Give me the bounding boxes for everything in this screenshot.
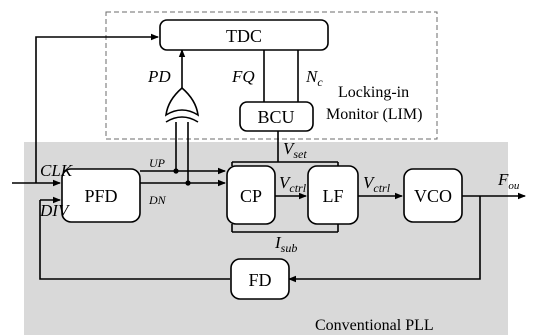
vset-label: Vset: [283, 139, 307, 161]
isub-label: Isub: [274, 233, 297, 255]
lim-label-line1: Locking-in: [338, 84, 409, 101]
vctrl-lf-vco-label: Vctrl: [363, 173, 391, 195]
locking-in-monitor-region: [105, 11, 438, 140]
clk-to-tdc-wire: [35, 33, 159, 183]
fd-block: [230, 258, 290, 300]
feedback-return-wire: [39, 200, 230, 280]
bcu-label: BCU: [257, 107, 294, 127]
cp-block: [226, 165, 276, 225]
fq-label: FQ: [231, 67, 255, 86]
fout-label: Fou: [497, 170, 520, 192]
dn-label: DN: [148, 193, 167, 207]
vctrl-cp-lf-label: Vctrl: [279, 173, 307, 195]
clk-label: CLK: [40, 161, 74, 180]
tdc-block: [159, 19, 329, 51]
up-label: UP: [149, 156, 166, 170]
tdc-label: TDC: [226, 26, 262, 46]
lim-label-line2: Monitor (LIM): [326, 106, 422, 123]
pfd-block: [61, 168, 141, 223]
conventional-pll-label: Conventional PLL: [315, 317, 434, 334]
vco-block: [403, 168, 463, 223]
nc-label: Nc: [305, 67, 323, 89]
cp-label: CP: [240, 186, 262, 206]
xor-gate: [164, 86, 200, 123]
lf-block: [307, 165, 359, 225]
fd-label: FD: [248, 270, 271, 290]
vco-label: VCO: [414, 186, 452, 206]
div-label: DIV: [39, 201, 71, 220]
pd-label: PD: [147, 67, 171, 86]
pfd-label: PFD: [84, 186, 117, 206]
bcu-block: [239, 101, 314, 132]
lf-label: LF: [322, 186, 343, 206]
fout-to-fd-wire: [288, 196, 481, 283]
